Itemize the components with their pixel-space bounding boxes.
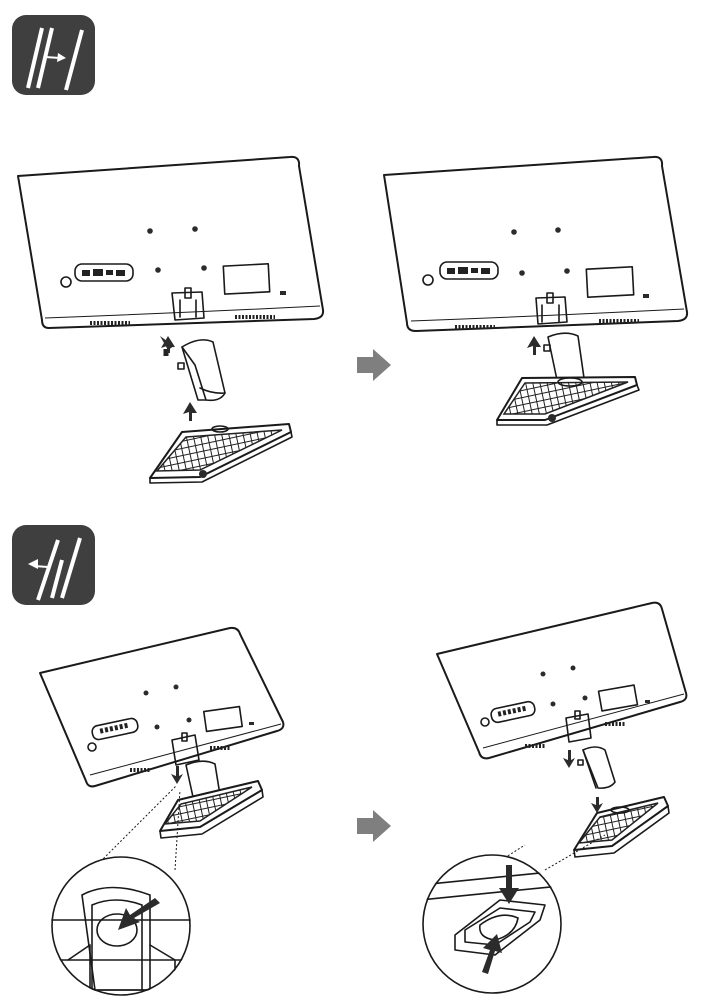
monitor-back-step2 (383, 155, 689, 332)
stand-assembled-step2 (496, 332, 640, 426)
attach-stand-icon (12, 15, 95, 95)
press-arrow-bottom (482, 934, 502, 974)
monitor-back-step1 (17, 155, 325, 329)
press-arrow-top (499, 865, 519, 904)
base-removal-2 (573, 796, 670, 858)
down-arrow (591, 797, 603, 813)
up-arrow (183, 402, 197, 421)
detach-stand-icon (12, 525, 95, 605)
detail-zoom-release-button (51, 856, 191, 996)
next-step-arrow (357, 810, 391, 842)
base-step1 (149, 423, 293, 484)
up-arrow (161, 336, 175, 353)
down-arrow (171, 766, 183, 784)
down-arrow (563, 750, 575, 768)
detail-zoom-neck-release (422, 854, 562, 994)
monitor-back-removal-1 (39, 626, 285, 788)
next-step-arrow (357, 349, 391, 381)
stand-removal-1 (159, 760, 264, 839)
neck-removal-2 (577, 746, 616, 789)
press-arrow (118, 898, 160, 930)
monitor-back-removal-2 (436, 601, 688, 760)
up-arrow (527, 336, 541, 355)
